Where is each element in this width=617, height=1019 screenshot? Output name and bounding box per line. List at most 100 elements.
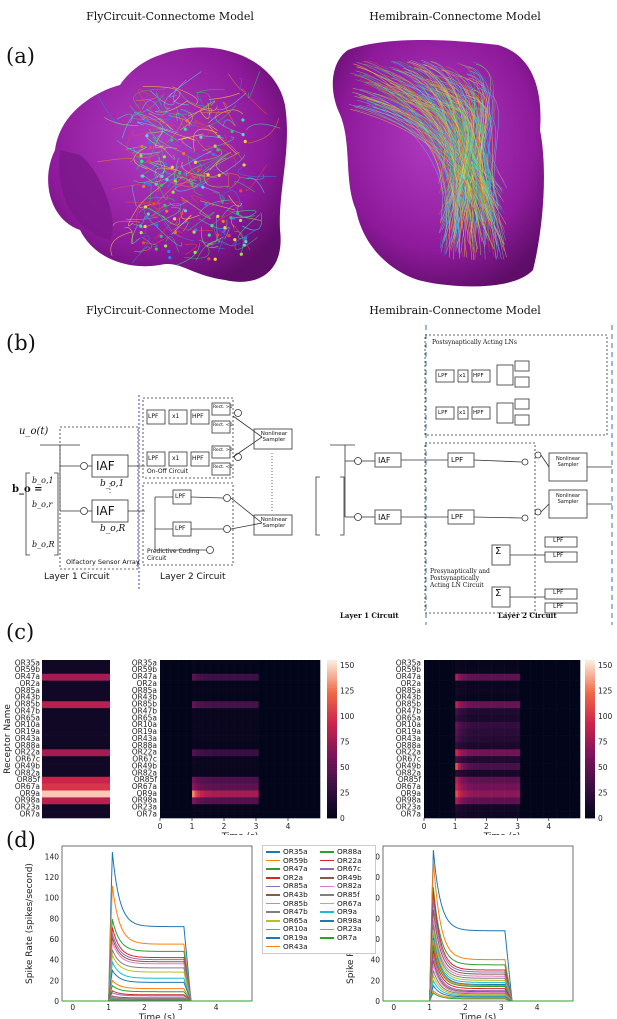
heatmap-cell — [213, 708, 217, 716]
heatmap-cell — [424, 763, 427, 771]
heatmap-cell — [232, 680, 235, 688]
heatmap-cell — [504, 797, 508, 805]
colorbar-cell — [327, 685, 337, 689]
neuron-fiber — [405, 71, 460, 259]
heatmap-cell — [502, 804, 505, 812]
heatmap-cell — [457, 797, 461, 805]
heatmap-cell — [450, 728, 453, 736]
heatmap-cell — [491, 673, 495, 681]
heatmap-cell — [444, 763, 448, 771]
colorbar-cell — [585, 709, 595, 712]
heatmap-cell — [178, 790, 182, 798]
spike-rate-series — [383, 891, 573, 1002]
affinity-cell — [42, 701, 110, 709]
heatmap-cell — [309, 687, 313, 695]
heatmap-cell — [162, 694, 166, 702]
heatmap-cell — [478, 769, 482, 778]
heatmap-cell — [178, 714, 182, 723]
heatmap-cell — [468, 701, 472, 709]
heatmap-cell — [264, 714, 267, 723]
heatmap-cell — [229, 708, 233, 716]
heatmap-cell — [556, 769, 560, 778]
heatmap-cell — [186, 742, 190, 750]
heatmap-cell — [285, 687, 289, 695]
heatmap-cell — [224, 694, 227, 702]
legend-entry: OR23a — [320, 925, 362, 934]
heatmap-cell — [548, 714, 552, 723]
heatmap-cell — [476, 708, 479, 716]
neuron-soma — [243, 236, 248, 241]
heatmap-cell — [234, 769, 238, 778]
heatmap-cell — [242, 749, 246, 757]
heatmap-cell — [559, 797, 563, 805]
colorbar-cell — [585, 766, 595, 770]
heatmap-cell — [264, 783, 267, 791]
heatmap-cell — [442, 687, 446, 695]
neuron-fiber — [248, 118, 279, 144]
heatmap-cell — [515, 660, 518, 668]
heatmap-cell — [221, 749, 225, 757]
heatmap-cell — [229, 804, 233, 812]
heatmap-cell — [574, 783, 578, 791]
heatmap-cell — [486, 776, 490, 784]
heatmap-cell — [306, 708, 310, 716]
heatmap-cell — [535, 735, 539, 743]
line-ytick: 40 — [49, 956, 59, 965]
heatmap-cell — [162, 673, 166, 681]
heatmap-cell — [429, 660, 433, 668]
heatmap-cell — [213, 728, 217, 736]
heatmap-cell — [520, 811, 524, 819]
heatmap-cell — [507, 797, 511, 805]
spike-rate-series — [383, 964, 573, 1002]
neuron-fiber — [223, 143, 243, 160]
heatmap-cell — [221, 769, 225, 778]
heatmap-cell — [496, 666, 500, 675]
spike-rate-series — [62, 933, 252, 1002]
heatmap-cell — [455, 742, 459, 750]
heatmap-cell — [245, 804, 249, 812]
heatmap-cell — [224, 776, 227, 784]
heatmap-cell — [481, 797, 485, 805]
heatmap-cell — [200, 790, 203, 798]
colorbar-cell — [585, 671, 595, 675]
heatmap-cell — [277, 811, 281, 819]
heatmap-cell — [431, 701, 435, 709]
heatmap-cell — [525, 804, 529, 812]
bR-label: b_o,R — [100, 524, 126, 534]
neuron-soma — [241, 118, 245, 122]
heatmap-cell — [447, 749, 451, 757]
heatmap-cell — [186, 756, 190, 764]
heatmap-cell — [541, 708, 544, 716]
heatmap-cell — [178, 776, 182, 784]
affinity-cell — [42, 804, 110, 812]
heatmap-cell — [564, 776, 568, 784]
heatmap-cell — [290, 673, 294, 681]
heatmap-cell — [272, 797, 275, 805]
heatmap-cell — [483, 666, 487, 675]
spike-rate-series — [383, 979, 573, 1002]
affinity-cell — [42, 756, 110, 764]
heatmap-cell — [577, 776, 581, 784]
heatmap-cell — [208, 673, 211, 681]
heatmap-cell — [218, 783, 222, 791]
heatmap-cell — [285, 701, 289, 709]
heatmap-cell — [489, 783, 492, 791]
heatmap-cell — [543, 708, 547, 716]
heatmap-cell — [520, 666, 524, 675]
heatmap-cell — [444, 756, 448, 764]
heatmap-cell — [234, 763, 238, 771]
heatmap-cell — [224, 673, 227, 681]
heatmap-cell — [197, 728, 201, 736]
spike-rate-series — [383, 984, 573, 1002]
heatmap-cell — [457, 721, 461, 729]
neuron-soma — [243, 139, 247, 144]
heatmap-cell — [522, 687, 526, 695]
heatmap-cell — [240, 797, 243, 805]
heatmap-cell — [170, 687, 174, 695]
heatmap-cell — [261, 701, 265, 709]
heatmap-cell — [424, 769, 427, 778]
colorbar-cell — [327, 715, 337, 718]
heatmap-cell — [306, 804, 310, 812]
heatmap-cell — [184, 797, 187, 805]
heatmap-cell — [515, 790, 518, 798]
